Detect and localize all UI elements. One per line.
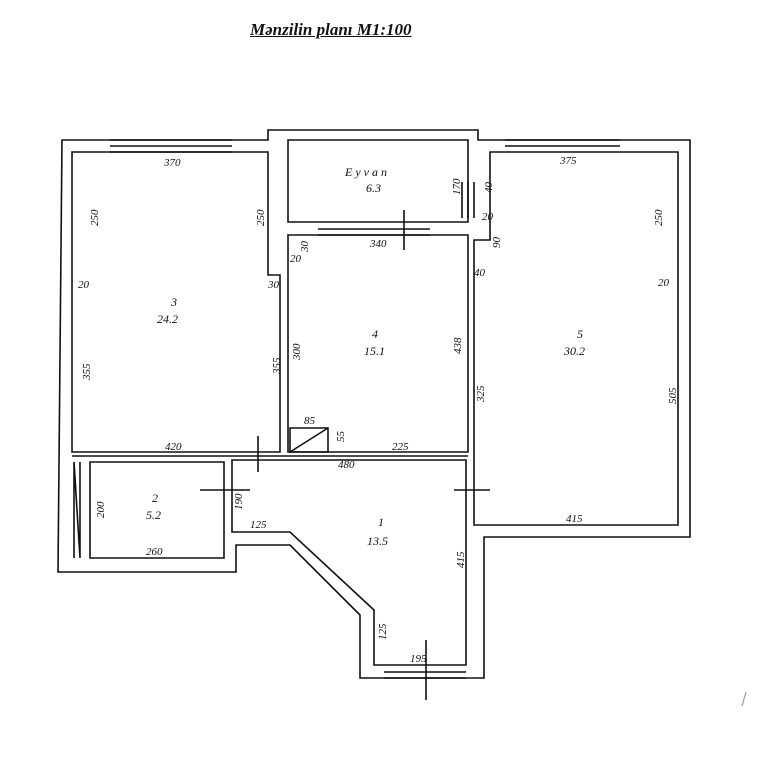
room-4-number: 4 xyxy=(372,327,378,341)
dimension-label: 325 xyxy=(475,385,487,403)
room-2-number: 2 xyxy=(152,491,158,505)
window-room1 xyxy=(384,671,466,679)
dimension-label: 375 xyxy=(559,155,577,167)
room-3-number: 3 xyxy=(170,295,177,309)
dimension-label: 190 xyxy=(233,493,245,510)
dimension-label: 30 xyxy=(267,279,280,291)
room-2-outline xyxy=(89,461,225,559)
room-5-area: 30.2 xyxy=(563,344,585,358)
window-room3 xyxy=(110,139,232,153)
dimension-label: 438 xyxy=(452,337,464,354)
dimension-label: 250 xyxy=(89,209,101,226)
dimension-label: 415 xyxy=(455,551,467,568)
dimension-label: 20 xyxy=(482,211,494,223)
room-1-area: 13.5 xyxy=(367,534,388,548)
outer-wall xyxy=(57,129,691,679)
window-room4 xyxy=(318,228,430,236)
balcony-outline xyxy=(287,139,469,223)
dimension-label: 40 xyxy=(474,267,486,279)
balcony-area: 6.3 xyxy=(366,181,381,195)
dimension-label: 355 xyxy=(81,363,93,381)
room-5-outline xyxy=(473,151,679,526)
window-room2 xyxy=(73,461,81,559)
dimension-label: 125 xyxy=(250,519,267,531)
room-2-area: 5.2 xyxy=(146,508,161,522)
door-mark xyxy=(200,210,490,700)
closet-diagonal xyxy=(289,427,329,453)
dimension-label: 55 xyxy=(335,431,347,443)
dimension-label: 90 xyxy=(491,237,503,249)
dimension-label: 260 xyxy=(146,546,163,558)
dimension-label: 415 xyxy=(566,513,583,525)
dimension-label: 420 xyxy=(165,441,182,453)
dimension-label: 200 xyxy=(95,501,107,518)
dimension-label: 340 xyxy=(369,238,387,250)
closet xyxy=(289,427,329,453)
dimension-label: 170 xyxy=(451,178,463,195)
window-room5 xyxy=(505,139,620,147)
dimension-label: 355 xyxy=(271,357,283,375)
room-3-outline xyxy=(71,151,281,453)
room-3-area: 24.2 xyxy=(157,312,178,326)
balcony-label: E y v a n xyxy=(344,165,387,179)
dimension-label: 20 xyxy=(78,279,90,291)
dimension-label: 30 xyxy=(299,241,311,254)
balcony-door xyxy=(461,182,475,218)
dimension-label: 370 xyxy=(163,157,181,169)
room-1-number: 1 xyxy=(378,515,384,529)
room-1-outline xyxy=(231,459,467,666)
dimension-label: 480 xyxy=(338,459,355,471)
dimension-label: 300 xyxy=(291,343,303,361)
dimension-label: 505 xyxy=(667,387,679,404)
dimension-label: 40 xyxy=(483,182,495,194)
plan-title: Mənzilin planı M1:100 xyxy=(250,20,412,39)
room-4-area: 15.1 xyxy=(364,344,385,358)
room-5-number: 5 xyxy=(577,327,583,341)
dimension-label: 225 xyxy=(392,441,409,453)
scan-mark xyxy=(741,691,747,707)
dimension-label: 250 xyxy=(255,209,267,226)
dimension-label: 20 xyxy=(658,277,670,289)
dimension-label: 85 xyxy=(304,415,316,427)
dimension-label: 20 xyxy=(290,253,302,265)
dimension-label: 250 xyxy=(653,209,665,226)
dimension-label: 195 xyxy=(410,653,427,665)
dimension-label: 125 xyxy=(377,623,389,640)
